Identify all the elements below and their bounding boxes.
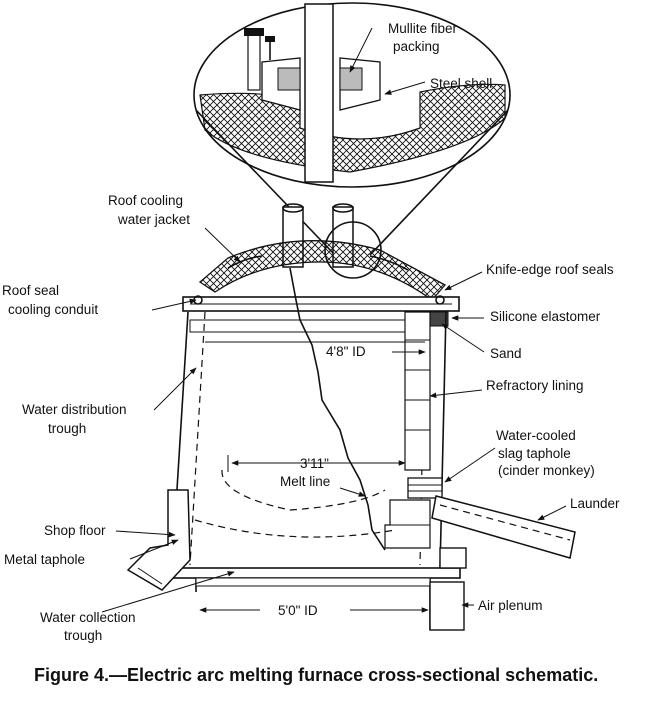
label-knife-edge: Knife-edge roof seals <box>486 262 614 277</box>
furnace-body <box>126 203 576 631</box>
label-roof-jacket-1: Roof cooling <box>108 193 183 208</box>
electrode-shaft <box>304 3 334 183</box>
label-mullite-1: Mullite fiber <box>388 21 458 36</box>
label-roof-jacket-2: water jacket <box>117 212 190 227</box>
label-air-plenum: Air plenum <box>478 598 543 613</box>
leader-lines <box>101 227 567 613</box>
detail-view <box>193 2 511 256</box>
label-mullite-2: packing <box>393 39 440 54</box>
label-roof-seal-1: Roof seal <box>2 283 59 298</box>
label-dim-bottom: 5'0" ID <box>278 603 318 618</box>
label-dim-mid: 3'11" <box>300 456 329 471</box>
label-melt-line: Melt line <box>280 474 330 489</box>
label-water-dist-1: Water distribution <box>22 402 127 417</box>
label-launder: Launder <box>570 496 620 511</box>
label-slag-1: Water-cooled <box>496 428 576 443</box>
label-water-dist-2: trough <box>48 421 86 436</box>
label-slag-3: (cinder monkey) <box>498 463 595 478</box>
figure-caption: Figure 4.—Electric arc melting furnace c… <box>34 665 599 685</box>
label-slag-2: slag taphole <box>498 446 571 461</box>
label-sand: Sand <box>490 346 522 361</box>
label-metal-taphole: Metal taphole <box>4 552 85 567</box>
label-silicone: Silicone elastomer <box>490 309 601 324</box>
label-roof-seal-2: cooling conduit <box>8 302 98 317</box>
label-steel-shell: Steel shell <box>430 76 492 91</box>
label-water-coll-2: trough <box>64 628 102 643</box>
label-id-top: 4'8" ID <box>326 344 366 359</box>
label-refractory: Refractory lining <box>486 378 584 393</box>
label-water-coll-1: Water collection <box>40 610 136 625</box>
label-shop-floor: Shop floor <box>44 523 106 538</box>
